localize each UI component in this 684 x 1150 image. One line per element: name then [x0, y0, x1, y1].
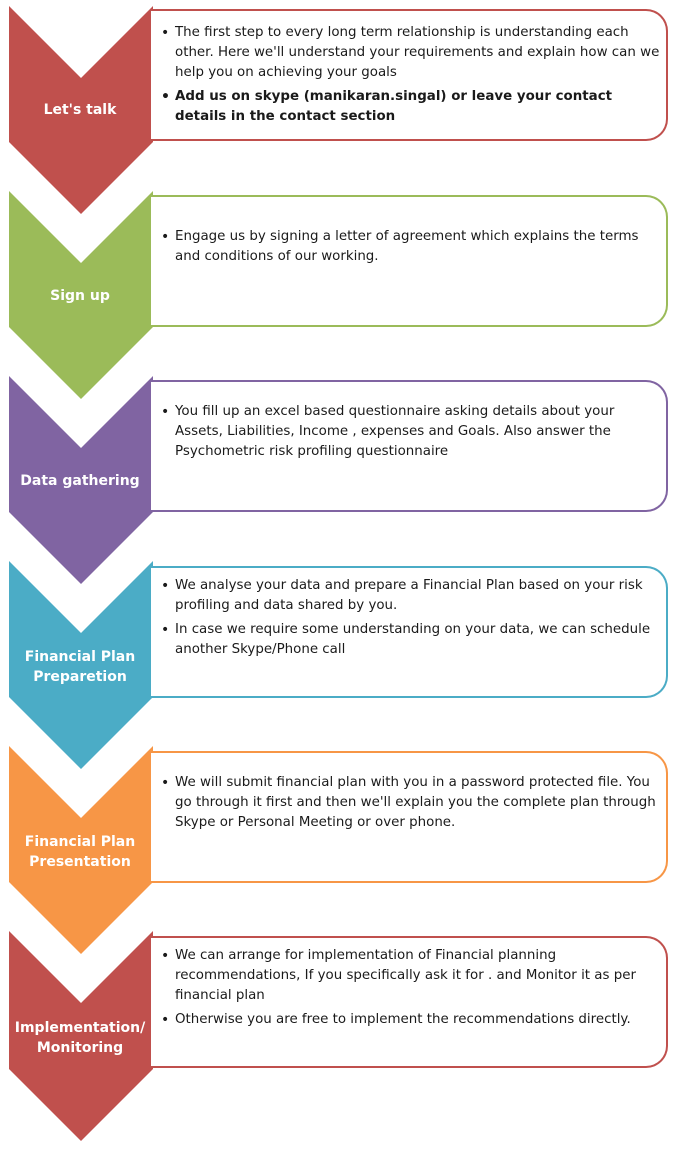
step-label-line: Preparetion: [33, 669, 127, 685]
step-description-box: • The first step to every long term relat…: [151, 9, 668, 141]
step-label: Sign up: [8, 286, 152, 306]
step-label-line: Sign up: [50, 288, 110, 304]
bullet-dot-icon: •: [161, 578, 170, 594]
bullet-item: • We will submit financial plan with you …: [161, 773, 660, 833]
bullet-dot-icon: •: [161, 89, 170, 105]
step-label-line: Presentation: [29, 854, 131, 870]
bullet-text: The first step to every long term relati…: [175, 25, 660, 80]
bullet-text: We will submit financial plan with you i…: [175, 775, 656, 830]
bullet-list: • We will submit financial plan with you …: [161, 773, 660, 833]
bullet-item: • In case we require some understanding o…: [161, 620, 660, 660]
chevron-arrow-shape: [9, 376, 153, 584]
bullet-dot-icon: •: [161, 1012, 170, 1028]
bullet-text: Add us on skype (manikaran.singal) or le…: [175, 89, 613, 124]
bullet-list: • Engage us by signing a letter of agreem…: [161, 227, 660, 267]
chevron-arrow-fill: [9, 746, 153, 954]
bullet-dot-icon: •: [161, 948, 170, 964]
step-label-line: Let's talk: [43, 102, 117, 118]
chevron-arrow-shape: [9, 6, 153, 214]
bullet-dot-icon: •: [161, 25, 170, 41]
bullet-dot-icon: •: [161, 404, 170, 420]
bullet-dot-icon: •: [161, 229, 170, 245]
chevron-arrow-shape: [9, 191, 153, 399]
chevron-arrow-fill: [9, 376, 153, 584]
bullet-text: In case we require some understanding on…: [175, 622, 651, 657]
step-description-box: • We can arrange for implementation of Fi…: [151, 936, 668, 1068]
step-description-box: • Engage us by signing a letter of agreem…: [151, 195, 668, 327]
chevron-arrow-fill: [9, 191, 153, 399]
step-label: Data gathering: [8, 471, 152, 491]
bullet-item: • Otherwise you are free to implement the…: [161, 1010, 660, 1030]
chevron-arrow-shape: [9, 746, 153, 954]
bullet-text: We can arrange for implementation of Fin…: [175, 948, 636, 1003]
bullet-text: Engage us by signing a letter of agreeme…: [175, 229, 639, 264]
bullet-text: We analyse your data and prepare a Finan…: [175, 578, 643, 613]
bullet-item: • Engage us by signing a letter of agreem…: [161, 227, 660, 267]
chevron-arrow-fill: [9, 931, 153, 1141]
step-label-line: Implementation/: [14, 1020, 146, 1036]
step-label-line: Monitoring: [36, 1040, 124, 1056]
bullet-item: • We analyse your data and prepare a Fina…: [161, 576, 660, 616]
bullet-text: You fill up an excel based questionnaire…: [175, 404, 615, 459]
bullet-list: • We analyse your data and prepare a Fina…: [161, 576, 660, 660]
step-label: Implementation/Monitoring: [8, 1018, 152, 1058]
chevron-arrow-shape: [9, 931, 153, 1141]
bullet-dot-icon: •: [161, 622, 170, 638]
chevron-arrow-shape: [9, 561, 153, 769]
step-label-line: Financial Plan: [24, 649, 136, 665]
bullet-list: • You fill up an excel based questionnair…: [161, 402, 660, 462]
bullet-list: • The first step to every long term relat…: [161, 23, 660, 127]
bullet-item: • We can arrange for implementation of Fi…: [161, 946, 660, 1006]
chevron-arrow-fill: [9, 6, 153, 214]
chevron-arrow-fill: [9, 561, 153, 769]
bullet-item: • Add us on skype (manikaran.singal) or l…: [161, 87, 660, 127]
bullet-text: Otherwise you are free to implement the …: [175, 1012, 631, 1027]
bullet-list: • We can arrange for implementation of Fi…: [161, 946, 660, 1030]
bullet-item: • You fill up an excel based questionnair…: [161, 402, 660, 462]
bullet-item: • The first step to every long term relat…: [161, 23, 660, 83]
step-description-box: • You fill up an excel based questionnair…: [151, 380, 668, 512]
step-description-box: • We will submit financial plan with you …: [151, 751, 668, 883]
step-label-line: Data gathering: [20, 473, 140, 489]
step-label-line: Financial Plan: [24, 834, 136, 850]
bullet-dot-icon: •: [161, 775, 170, 791]
step-description-box: • We analyse your data and prepare a Fina…: [151, 566, 668, 698]
step-label: Let's talk: [8, 100, 152, 120]
